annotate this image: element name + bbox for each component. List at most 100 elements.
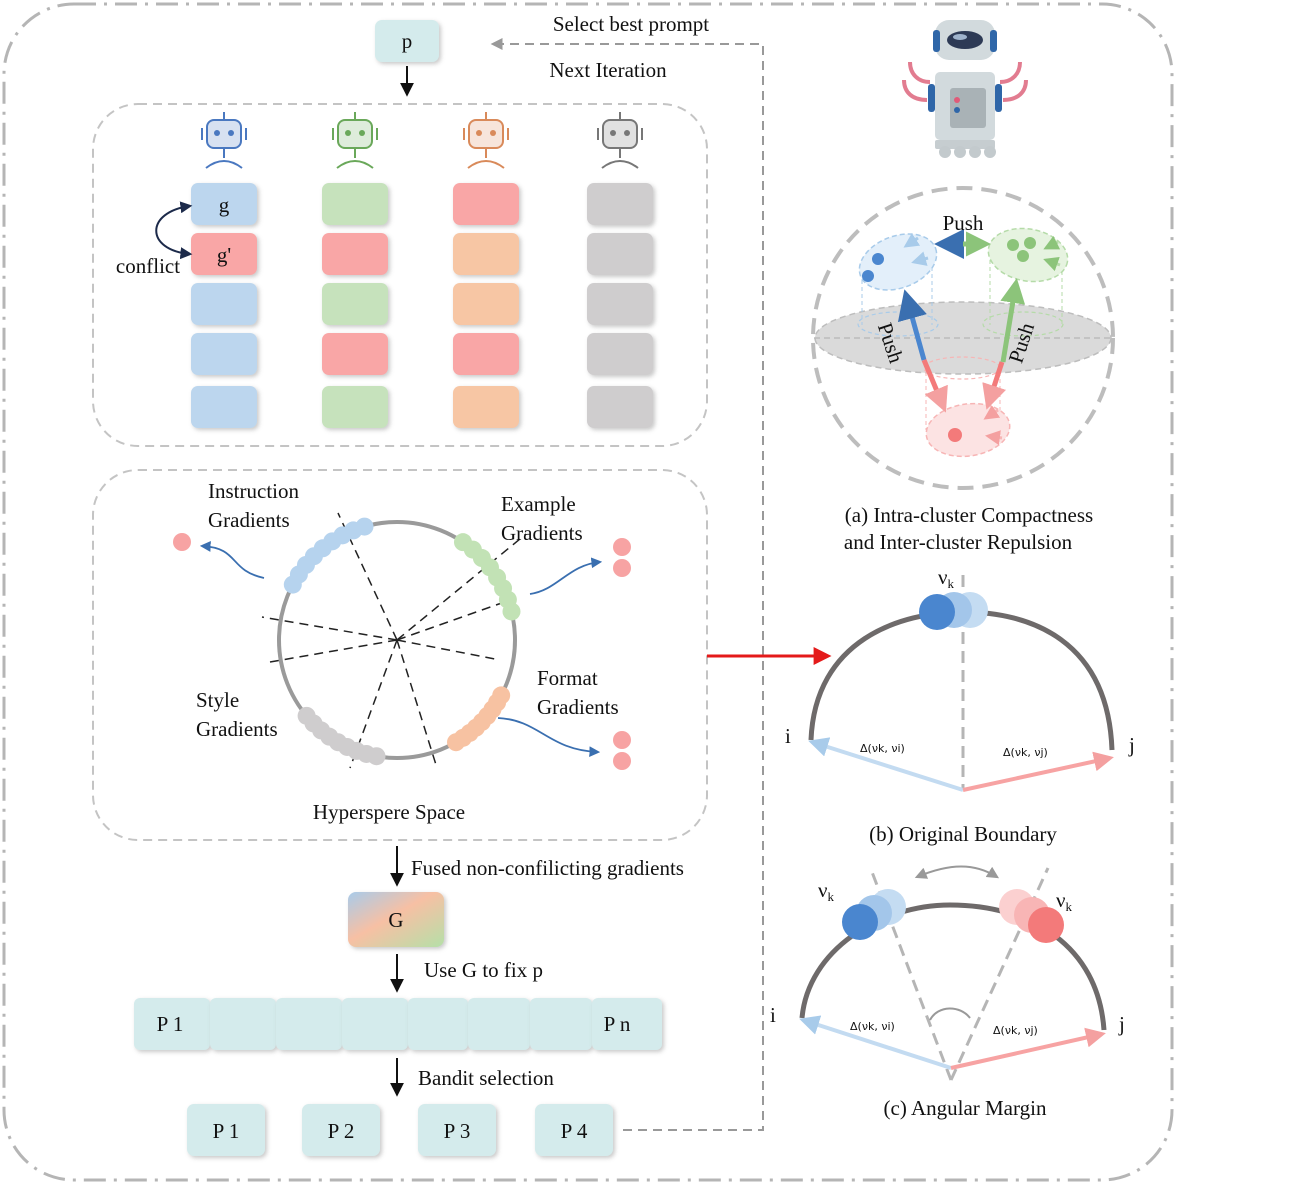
gradient-cell	[587, 333, 653, 375]
example-out-dot-1	[613, 538, 631, 556]
candidate-prompt	[134, 998, 210, 1050]
gradient-cell	[191, 283, 257, 325]
gradient-cell	[453, 233, 519, 275]
panel-a-caption-2: and Inter-cluster Repulsion	[844, 530, 1073, 554]
robot-row	[201, 112, 643, 169]
style-line2: Gradients	[196, 717, 278, 741]
panel-c-vk-right-label: νk	[1056, 888, 1073, 914]
panel-c-caption: (c) Angular Margin	[884, 1096, 1047, 1120]
robot-icon-gray	[597, 112, 643, 169]
gradient-cell	[453, 183, 519, 225]
conflict-label: conflict	[116, 254, 180, 278]
select-best-label: Select best prompt	[553, 12, 709, 36]
gradient-cell	[322, 386, 388, 428]
conflict-arrow	[155, 201, 193, 260]
robot-icon-orange	[463, 112, 509, 169]
selected-prompt-1: P 1	[187, 1104, 265, 1156]
candidate-prompt	[276, 998, 342, 1050]
gradient-cell	[322, 233, 388, 275]
selected-prompt-4: P 4	[535, 1104, 613, 1156]
format-beads	[447, 686, 511, 752]
panel-c-vk-left-label: νk	[818, 878, 835, 904]
gradient-matrix-panel	[92, 103, 708, 447]
fused-gradient-box: G	[348, 892, 444, 947]
candidate-prompt	[468, 998, 530, 1050]
gradient-cell	[191, 233, 257, 275]
fused-label: Fused non-confilicting gradients	[411, 856, 684, 880]
G-label: G	[388, 908, 403, 932]
panel-c-margin	[799, 865, 1107, 1081]
feedback-loop-arrow	[490, 38, 764, 1131]
format-out-dot-1	[613, 731, 631, 749]
instruction-out-dot	[173, 533, 191, 551]
partition-line	[396, 598, 514, 641]
next-iteration-label: Next Iteration	[549, 58, 667, 82]
panel-b-j-label: j	[1128, 733, 1135, 757]
instruction-line2: Gradients	[208, 508, 290, 532]
example-line1: Example	[501, 492, 576, 516]
gradient-cell	[453, 386, 519, 428]
selected-prompts-row: P 1 P 2 P 3 P 4	[187, 1104, 613, 1156]
selected-prompt-label: P 1	[213, 1119, 240, 1143]
pn-candidate-label: P n	[604, 1012, 631, 1036]
selected-prompt-2: P 2	[302, 1104, 380, 1156]
partition-line	[269, 639, 398, 663]
hypersphere-panel	[92, 469, 708, 841]
push-top-label: Push	[943, 211, 984, 235]
panel-c-delta-j: Δ(νk, νj)	[993, 1024, 1038, 1037]
hyperspace-label: Hyperspere Space	[313, 800, 465, 824]
example-out-dot-2	[613, 559, 631, 577]
gradient-cell	[191, 333, 257, 375]
candidate-prompt	[592, 998, 662, 1050]
example-beads	[453, 533, 521, 621]
robot-icon-blue	[201, 112, 247, 169]
partition-line	[337, 512, 398, 641]
selected-prompt-3: P 3	[418, 1104, 496, 1156]
gradient-cell	[322, 183, 388, 225]
gradient-cell	[587, 283, 653, 325]
gradient-cell	[587, 233, 653, 275]
gradient-cell	[191, 386, 257, 428]
partition-line	[396, 533, 527, 641]
gradient-cell	[322, 333, 388, 375]
gradient-cell	[322, 283, 388, 325]
panel-b-delta-i: Δ(νk, νi)	[860, 742, 905, 755]
gradient-beads	[283, 517, 521, 766]
gradient-cells	[191, 183, 653, 428]
gradient-cell	[453, 333, 519, 375]
partition-line	[261, 616, 398, 641]
panel-c-delta-i: Δ(νk, νi)	[850, 1020, 895, 1033]
panel-c-i-label: i	[770, 1003, 776, 1027]
candidate-prompts-row	[134, 998, 662, 1050]
gradient-cell	[587, 183, 653, 225]
instruction-out-arrow	[199, 541, 265, 579]
panel-a-sphere	[811, 186, 1115, 490]
style-line1: Style	[196, 688, 239, 712]
bandit-label: Bandit selection	[418, 1066, 554, 1090]
robot-illustration	[902, 20, 1028, 158]
style-beads	[297, 706, 386, 766]
example-line2: Gradients	[501, 521, 583, 545]
g-prime-label: g'	[217, 243, 231, 267]
prompt-label: p	[402, 29, 413, 53]
panel-c-j-label: j	[1118, 1012, 1125, 1036]
prompt-box: p	[375, 20, 439, 62]
panel-b-i-label: i	[785, 724, 791, 748]
gradient-cell	[191, 183, 257, 225]
panel-b-caption: (b) Original Boundary	[869, 822, 1057, 846]
panel-b-vk-label: νk	[938, 565, 955, 591]
instruction-line1: Instruction	[208, 479, 299, 503]
format-line1: Format	[537, 666, 598, 690]
panel-b-boundary	[808, 575, 1115, 792]
selected-prompt-label: P 3	[444, 1119, 471, 1143]
hypersphere-circle	[277, 520, 517, 760]
selected-prompt-label: P 2	[328, 1119, 355, 1143]
panel-b-delta-j: Δ(νk, νj)	[1003, 746, 1048, 759]
use-G-label: Use G to fix p	[424, 958, 543, 982]
candidate-prompt	[408, 998, 468, 1050]
p1-candidate-label: P 1	[157, 1012, 184, 1036]
outer-frame	[2, 2, 1174, 1182]
format-out-arrow	[497, 717, 601, 758]
gradient-cell	[453, 283, 519, 325]
